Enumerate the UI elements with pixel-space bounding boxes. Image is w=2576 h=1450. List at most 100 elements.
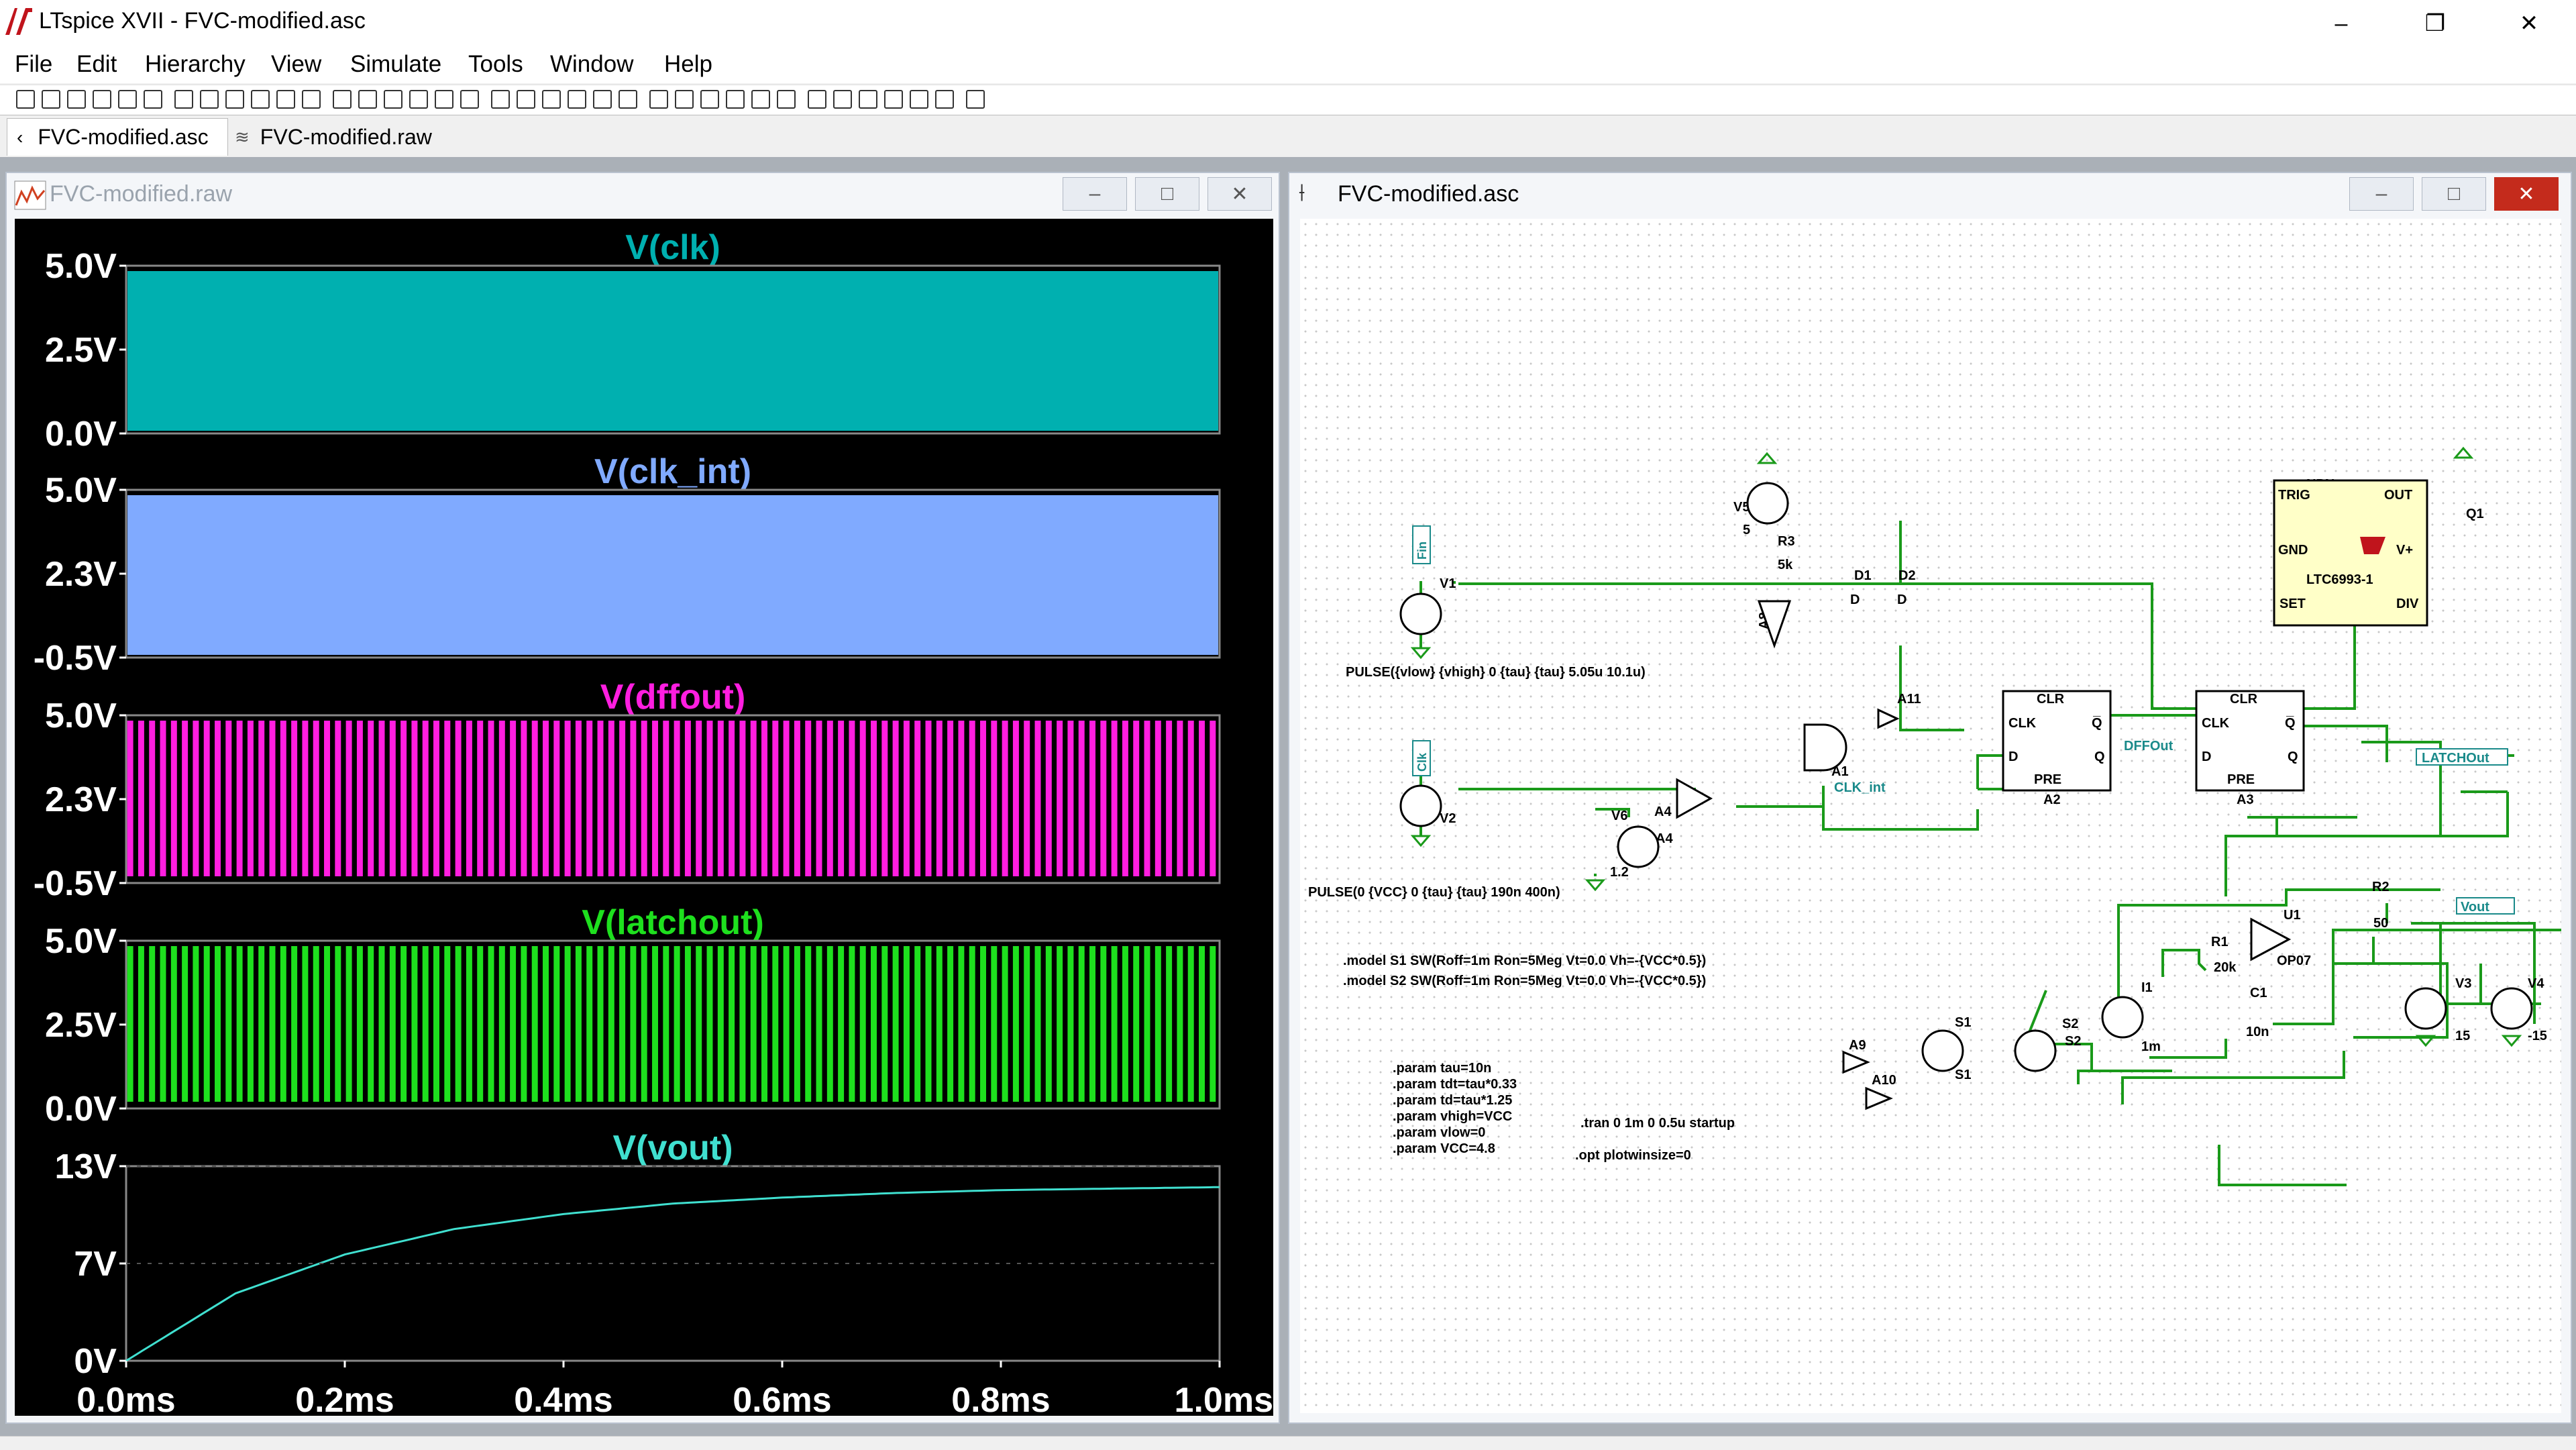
toolbar-move-icon[interactable] <box>777 90 796 109</box>
menu-simulate[interactable]: Simulate <box>350 51 442 77</box>
schematic-canvas[interactable]: V1 V2 V5 5 R3 5k D1 D2 D D A8 A1 A4 A4 V… <box>1300 219 2561 1413</box>
label-v6-val: 1.2 <box>1610 865 1629 880</box>
toolbar-capacitor-icon[interactable] <box>675 90 694 109</box>
close-button[interactable]: ✕ <box>2519 11 2539 36</box>
trace-pulse <box>1012 721 1019 876</box>
toolbar-halt-icon[interactable] <box>42 90 60 109</box>
waveform-close-button[interactable]: ✕ <box>1208 177 1272 211</box>
trace-pulse <box>225 946 232 1102</box>
schematic-maximize-button[interactable]: □ <box>2422 177 2486 211</box>
trace-pulse <box>543 946 549 1102</box>
y-tick-label: 13V <box>54 1147 117 1186</box>
toolbar-cut-icon[interactable] <box>409 90 428 109</box>
trace-pulse <box>969 721 975 876</box>
menu-hierarchy[interactable]: Hierarchy <box>145 51 246 77</box>
menu-window[interactable]: Window <box>550 51 634 77</box>
y-tick-label: 5.0V <box>45 471 117 510</box>
toolbar-paste-icon[interactable] <box>460 90 479 109</box>
switch-s1 <box>1921 1029 1964 1072</box>
toolbar-redo-icon[interactable] <box>859 90 877 109</box>
a2-qbar: Q̅ <box>2092 716 2102 731</box>
trace-title-2[interactable]: V(dffout) <box>600 678 746 717</box>
toolbar-mirror-icon[interactable] <box>910 90 928 109</box>
ground-3 <box>1585 879 1606 892</box>
trace-pulse <box>772 721 779 876</box>
waveform-minimize-button[interactable]: – <box>1063 177 1127 211</box>
trace-pulse <box>750 721 757 876</box>
menu-bar <box>0 47 2576 83</box>
menu-help[interactable]: Help <box>664 51 712 77</box>
toolbar-rotate-icon[interactable] <box>884 90 903 109</box>
menu-tools[interactable]: Tools <box>468 51 523 77</box>
trace-pulse <box>149 721 156 876</box>
source-v3 <box>2404 987 2447 1030</box>
trace-pulse <box>1187 721 1194 876</box>
toolbar-zoom-fit-icon[interactable] <box>251 90 270 109</box>
y-tick-label: -0.5V <box>34 864 117 903</box>
restore-button[interactable]: ❐ <box>2424 11 2446 36</box>
toolbar-inductor-icon[interactable] <box>700 90 719 109</box>
toolbar-resistor-icon[interactable] <box>649 90 668 109</box>
port-vout-label: Vout <box>2461 900 2489 915</box>
trace-pulse <box>597 721 604 876</box>
toolbar-draw-wire-icon[interactable] <box>568 90 586 109</box>
menu-file[interactable]: File <box>15 51 53 77</box>
schematic-close-button[interactable]: ✕ <box>2494 177 2559 211</box>
toolbar-spice-directive-icon[interactable] <box>966 90 985 109</box>
trace-pulse <box>422 721 429 876</box>
toolbar-diode-icon[interactable] <box>726 90 745 109</box>
toolbar-cascade-icon[interactable] <box>358 90 377 109</box>
toolbar-print-preview-icon[interactable] <box>542 90 561 109</box>
trace-pulse <box>652 946 658 1102</box>
toolbar-zoom-in-icon[interactable] <box>200 90 219 109</box>
trace-pulse <box>335 946 341 1102</box>
tab-waveform[interactable]: ≋ FVC-modified.raw <box>235 118 449 156</box>
trace-pulse <box>400 721 407 876</box>
label-d2-model: D <box>1897 592 1907 607</box>
toolbar-find-icon[interactable] <box>491 90 510 109</box>
waveform-maximize-button[interactable]: □ <box>1135 177 1199 211</box>
trace-title-3[interactable]: V(latchout) <box>582 903 764 942</box>
trace-pulse <box>258 721 265 876</box>
toolbar-undo-icon[interactable] <box>833 90 852 109</box>
trace-title-1[interactable]: V(clk_int) <box>594 452 751 491</box>
model-s2: .model S2 SW(Roff=1m Ron=5Meg Vt=0.0 Vh=… <box>1343 974 1706 988</box>
toolbar-run-icon[interactable] <box>16 90 35 109</box>
trace-title-0[interactable]: V(clk) <box>625 228 720 267</box>
trace-pulse <box>1199 721 1205 876</box>
toolbar-drag-icon[interactable] <box>808 90 826 109</box>
toolbar-label-icon[interactable] <box>619 90 637 109</box>
toolbar-tile-icon[interactable] <box>333 90 352 109</box>
toolbar-copy-icon[interactable] <box>435 90 453 109</box>
pulse-v1: PULSE({vlow} {vhigh} 0 {tau} {tau} 5.05u… <box>1346 665 1646 680</box>
toolbar-zoom-out-icon[interactable] <box>225 90 244 109</box>
trace-pulse <box>630 946 637 1102</box>
schematic-minimize-button[interactable]: – <box>2349 177 2414 211</box>
menu-edit[interactable]: Edit <box>76 51 117 77</box>
toolbar-component-icon[interactable] <box>751 90 770 109</box>
trace-pulse <box>1002 721 1008 876</box>
trace-pulse <box>466 946 472 1102</box>
minimize-button[interactable]: – <box>2334 10 2348 36</box>
trace-pulse <box>816 946 822 1102</box>
toolbar-text-icon[interactable] <box>935 90 954 109</box>
toolbar-ground-icon[interactable] <box>593 90 612 109</box>
menu-view[interactable]: View <box>271 51 322 77</box>
tab-schematic[interactable]: ‹ FVC-modified.asc <box>7 118 228 156</box>
trace-pulse <box>816 721 822 876</box>
toolbar-new-icon[interactable] <box>118 90 137 109</box>
trace-pulse <box>1155 721 1161 876</box>
trace-pulse <box>586 721 593 876</box>
toolbar-probe-icon[interactable] <box>144 90 162 109</box>
toolbar-open-icon[interactable] <box>93 90 111 109</box>
u2-model: LTC6993-1 <box>2306 572 2373 587</box>
toolbar-close-all-icon[interactable] <box>384 90 402 109</box>
trace-title-4[interactable]: V(vout) <box>612 1129 733 1168</box>
toolbar-save-icon[interactable] <box>67 90 86 109</box>
toolbar-cancel-zoom-icon[interactable] <box>276 90 295 109</box>
toolbar-hand-icon[interactable] <box>174 90 193 109</box>
toolbar-autorange-icon[interactable] <box>302 90 321 109</box>
trace-pulse <box>936 946 943 1102</box>
toolbar-print-icon[interactable] <box>517 90 535 109</box>
